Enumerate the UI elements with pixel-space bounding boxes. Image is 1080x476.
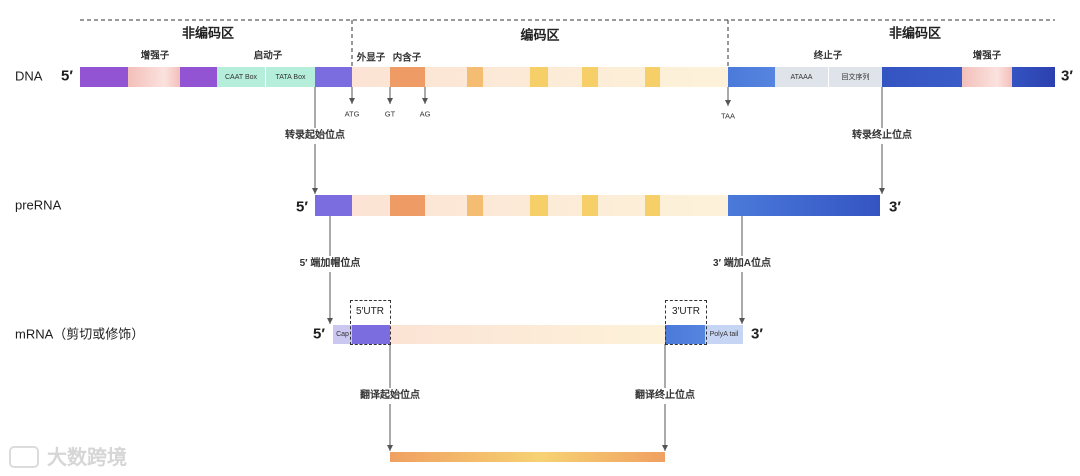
intron-segment bbox=[390, 195, 425, 216]
mrna-cds-segment bbox=[390, 325, 665, 344]
dna-enhancer-left-segment bbox=[128, 67, 180, 87]
dna-upstream-segment bbox=[180, 67, 217, 87]
intron-segment bbox=[530, 67, 548, 87]
intron-segment bbox=[582, 195, 598, 216]
prerna-bar bbox=[315, 195, 880, 216]
palindrome-segment: 回文序列 bbox=[828, 67, 882, 87]
intron-segment bbox=[467, 195, 483, 216]
enhancer-right-label: 增强子 bbox=[972, 50, 1002, 62]
intron-segment bbox=[467, 67, 483, 87]
coding-region-label: 编码区 bbox=[520, 27, 560, 43]
protein-bar bbox=[390, 452, 665, 462]
intron-segment bbox=[645, 195, 660, 216]
ag-marker-label: AG bbox=[419, 109, 431, 119]
utr5-dashed-box bbox=[350, 300, 391, 345]
tata-box-segment: TATA Box bbox=[265, 67, 315, 87]
watermark-text: 大数跨境 bbox=[47, 447, 127, 469]
utr3-label: 3′UTR bbox=[672, 306, 700, 317]
intron-label: 内含子 bbox=[392, 52, 422, 64]
caat-box-segment: CAAT Box bbox=[217, 67, 265, 87]
mrna-5prime-label: 5′ bbox=[313, 325, 325, 343]
tl-start-site-label: 翻译起始位点 bbox=[359, 388, 421, 404]
left-noncoding-region-label: 非编码区 bbox=[181, 25, 235, 41]
promoter-label: 启动子 bbox=[253, 50, 283, 62]
polya-tail-segment: PolyA tail bbox=[705, 325, 743, 344]
intron-segment bbox=[390, 67, 425, 87]
cap-segment: Cap bbox=[333, 325, 352, 344]
dna-downstream-segment bbox=[882, 67, 962, 87]
ataaa-segment: ATAAA bbox=[775, 67, 828, 87]
intron-segment bbox=[530, 195, 548, 216]
terminator-label: 终止子 bbox=[813, 50, 843, 62]
dna-enhancer-right-segment bbox=[962, 67, 1012, 87]
dna-bar: CAAT Box TATA Box ATAAA 回文序列 bbox=[80, 67, 1055, 87]
intron-segment bbox=[582, 67, 598, 87]
prerna-3prime-segment bbox=[728, 195, 880, 216]
mrna-3utr-segment bbox=[665, 325, 705, 344]
mrna-3prime-label: 3′ bbox=[751, 325, 763, 343]
prerna-coding-segment bbox=[352, 195, 728, 216]
mrna-row-label: mRNA（剪切或修饰） bbox=[15, 326, 145, 342]
right-noncoding-region-label: 非编码区 bbox=[888, 25, 942, 41]
utr3-dashed-box bbox=[665, 300, 707, 345]
dna-upstream-segment bbox=[80, 67, 128, 87]
utr5-label: 5′UTR bbox=[356, 306, 384, 317]
dna-5utr-segment bbox=[315, 67, 352, 87]
tx-start-site-label: 转录起始位点 bbox=[284, 128, 346, 144]
dna-5prime-label: 5′ bbox=[61, 67, 73, 85]
gt-marker-label: GT bbox=[384, 109, 396, 119]
watermark-logo bbox=[9, 446, 39, 468]
dna-coding-segment bbox=[352, 67, 728, 87]
prerna-5utr-segment bbox=[315, 195, 352, 216]
enhancer-left-label: 增强子 bbox=[140, 50, 170, 62]
exon-label: 外显子 bbox=[356, 52, 386, 64]
taa-marker-label: TAA bbox=[720, 111, 736, 121]
mrna-bar: Cap PolyA tail bbox=[333, 325, 743, 344]
prerna-5prime-label: 5′ bbox=[296, 198, 308, 216]
tl-end-site-label: 翻译终止位点 bbox=[634, 388, 696, 404]
dna-downstream-segment bbox=[1012, 67, 1055, 87]
tx-end-site-label: 转录终止位点 bbox=[851, 128, 913, 144]
cap-site-label: 5′ 端加帽位点 bbox=[298, 256, 362, 272]
intron-segment bbox=[645, 67, 660, 87]
prerna-row-label: preRNA bbox=[15, 197, 62, 213]
polya-site-label: 3′ 端加A位点 bbox=[712, 256, 772, 272]
dna-3prime-label: 3′ bbox=[1061, 67, 1073, 85]
dna-row-label: DNA bbox=[15, 68, 43, 84]
dna-3utr-segment bbox=[728, 67, 775, 87]
mrna-5utr-segment bbox=[352, 325, 390, 344]
prerna-3prime-label: 3′ bbox=[889, 198, 901, 216]
atg-marker-label: ATG bbox=[344, 109, 360, 119]
